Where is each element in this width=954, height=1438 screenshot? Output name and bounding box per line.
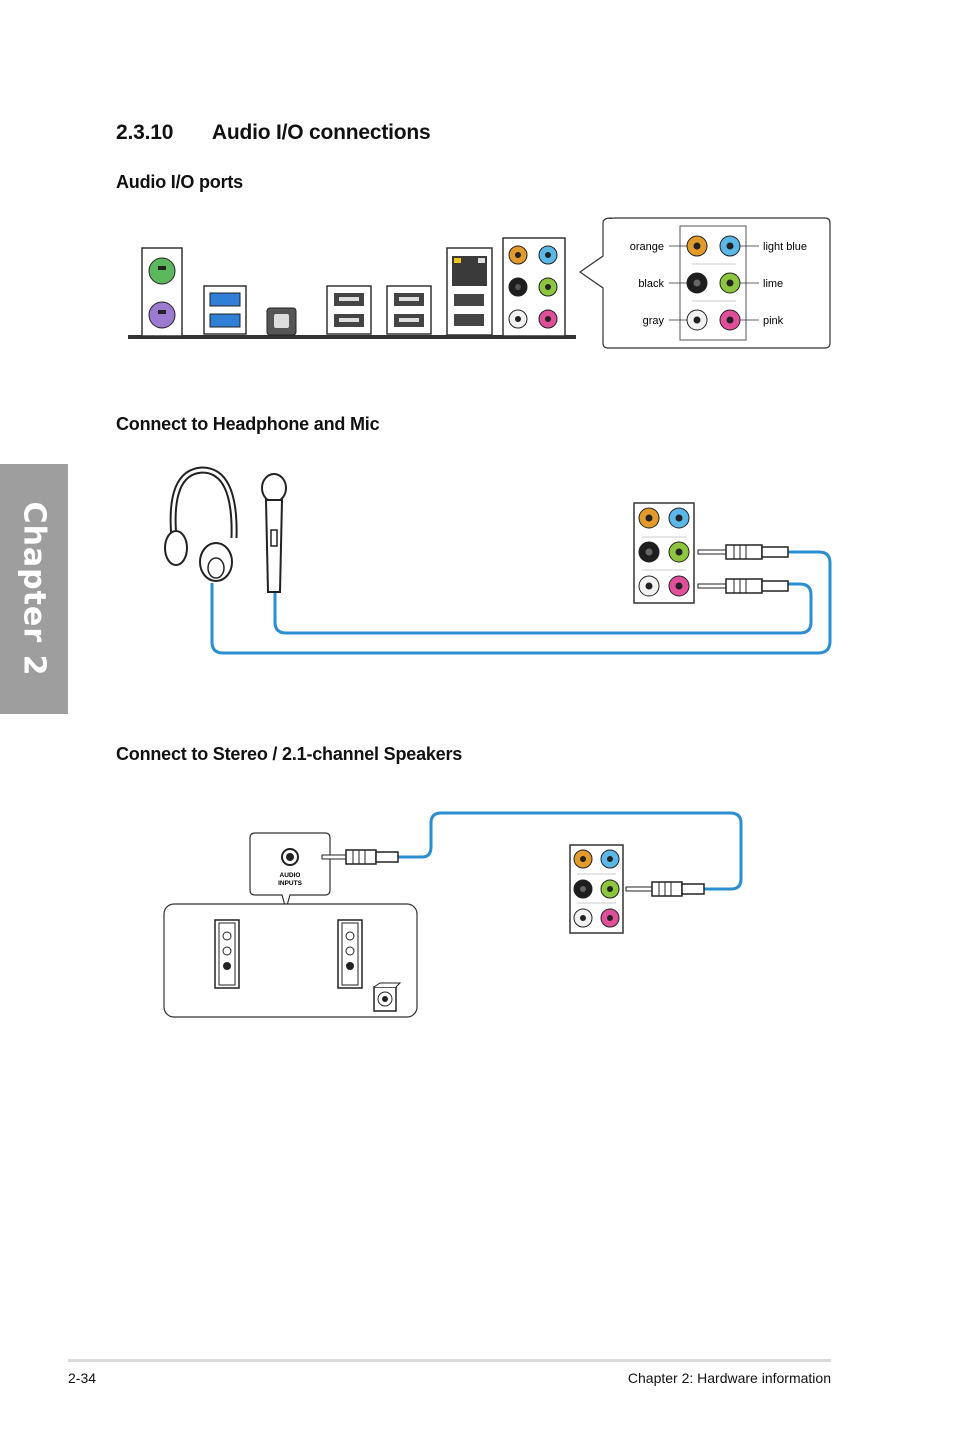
label-gray: gray — [643, 315, 665, 327]
section-number: 2.3.10 — [116, 121, 174, 144]
lan-usb-ports-icon — [446, 247, 493, 336]
section-heading: 2.3.10 Audio I/O connections — [116, 121, 431, 145]
label-lime: lime — [763, 278, 783, 290]
audio-inputs-label-line1: AUDIO — [280, 872, 301, 879]
audio-inputs-label-line2: INPUTS — [278, 880, 303, 887]
panel-baseline — [128, 335, 576, 339]
audio-jacks-panel — [502, 237, 566, 337]
chapter-tab: Chapter 2 — [0, 464, 68, 714]
headphone-icon — [164, 466, 238, 582]
label-pink: pink — [763, 315, 784, 327]
ps2-ports-icon — [141, 247, 183, 337]
usb-ports-icon-1 — [326, 285, 372, 335]
microphone-icon — [261, 473, 287, 593]
label-light-blue: light blue — [763, 241, 807, 253]
label-orange: orange — [630, 241, 664, 253]
subwoofer-icon — [373, 982, 402, 1012]
audio-inputs-callout: AUDIO INPUTS — [249, 832, 331, 912]
subheading-audio-ports: Audio I/O ports — [116, 172, 243, 192]
speaker-cable — [398, 811, 743, 891]
headphone-cable — [210, 550, 832, 655]
label-black: black — [638, 278, 664, 290]
chapter-tab-label: Chapter 2 — [16, 501, 52, 677]
page-number: 2-34 — [68, 1370, 97, 1386]
headphone-mic-diagram — [164, 466, 832, 655]
footer-rule — [68, 1359, 831, 1362]
speaker-plug-icon — [321, 849, 399, 865]
audio-jacks-panel-3 — [569, 844, 624, 934]
speakers-diagram: AUDIO INPUTS — [163, 811, 743, 1018]
footer-chapter: Chapter 2: Hardware information — [627, 1370, 831, 1386]
panel-plug-icon — [625, 881, 705, 897]
mic-cable — [273, 582, 813, 635]
optical-port-icon — [266, 307, 297, 336]
audio-jacks-panel-2 — [633, 502, 695, 604]
mic-plug-icon — [697, 578, 789, 594]
rear-io-panel-diagram: orange black gray light blue lime pink — [128, 217, 831, 349]
right-speaker-icon — [337, 919, 363, 989]
usb-ports-icon-2 — [386, 285, 432, 335]
headphone-plug-icon — [697, 544, 789, 560]
subheading-headphone-mic: Connect to Headphone and Mic — [116, 414, 380, 434]
audio-port-callout: orange black gray light blue lime pink — [578, 217, 831, 349]
left-speaker-icon — [214, 919, 240, 989]
section-title: Audio I/O connections — [211, 121, 431, 144]
subheading-speakers: Connect to Stereo / 2.1-channel Speakers — [116, 744, 463, 764]
usb3-ports-icon — [203, 285, 247, 335]
